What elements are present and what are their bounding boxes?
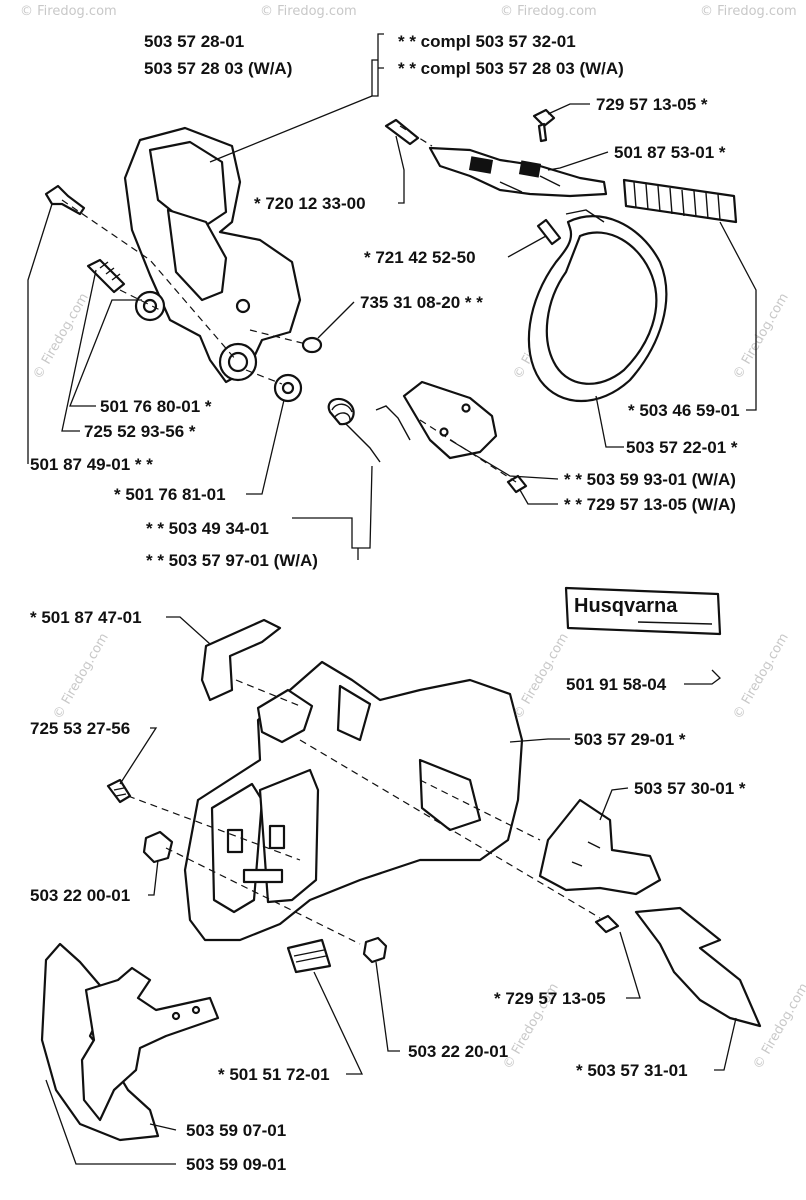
watermark: © Firedog.com [20,4,117,19]
leader-lines [27,33,757,1165]
nut-part [362,936,388,964]
clutch-cover-part [123,126,302,384]
part-label: 501 91 58-04 [566,675,667,694]
part-label: * 501 76 81-01 [114,485,226,504]
watermark: © Firedog.com [700,4,797,19]
part-label: * * compl 503 57 32-01 [398,32,576,51]
part-label: 503 57 22-01 * [626,438,738,457]
part-label: * 720 12 33-00 [254,194,366,213]
adjuster-plate-part [538,798,662,896]
part-label: 503 59 09-01 [186,1155,286,1174]
part-label: 503 57 29-01 * [574,730,686,749]
husqvarna-logo: Husqvarna [574,595,678,617]
watermark: © Firedog.com [730,291,791,382]
part-label: * * 729 57 13-05 (W/A) [564,495,736,514]
assembly-lines [61,125,601,945]
guide-plate-part [634,906,762,1028]
part-label: 503 57 30-01 * [634,779,746,798]
torsion-spring-part [327,397,411,463]
part-label: 725 52 93-56 * [84,422,196,441]
shim-part [40,942,220,1142]
bolt-part [106,778,132,804]
block-part [286,938,332,974]
brake-band-part [527,209,668,402]
part-label: 503 57 28-01 [144,32,244,51]
washer-part [301,336,323,354]
part-label: 501 76 80-01 * [100,397,212,416]
stud-part [86,258,126,294]
part-label: 729 57 13-05 * [596,95,708,114]
screw-part [532,108,556,143]
part-label: * * 503 59 93-01 (W/A) [564,470,736,489]
part-label: 501 87 49-01 * * [30,455,153,474]
part-label: * 503 46 59-01 [628,401,740,420]
part-label: * * 503 57 97-01 (W/A) [146,551,318,570]
part-label: 735 31 08-20 * * [360,293,483,312]
part-labels: 503 57 28-01 503 57 28 03 (W/A) * * comp… [30,32,746,1174]
main-cover-part [183,660,524,942]
watermark: © Firedog.com [730,631,791,722]
decal-part: Husqvarna [564,586,722,636]
screw-part [594,914,620,934]
screw-part [506,474,528,494]
part-label: * * compl 503 57 28 03 (W/A) [398,59,624,78]
part-label: 725 53 27-56 [30,719,130,738]
part-label: 501 87 53-01 * [614,143,726,162]
bracket-part [200,618,282,702]
pin-part [536,218,562,246]
part-label: * 729 57 13-05 [494,989,606,1008]
nut-part [134,290,166,322]
part-label: 503 59 07-01 [186,1121,286,1140]
part-label: * * 503 49 34-01 [146,519,269,538]
watermark: © Firedog.com [50,631,111,722]
coil-spring-part [622,178,738,224]
brake-lever-part [384,118,608,198]
part-label: * 503 57 31-01 [576,1061,688,1080]
small-nut-part [273,373,303,403]
part-label: 503 22 00-01 [30,886,130,905]
part-label: 503 57 28 03 (W/A) [144,59,292,78]
part-label: * 501 87 47-01 [30,608,142,627]
watermark: © Firedog.com [500,4,597,19]
bolt-part [44,184,86,216]
part-label: * 721 42 52-50 [364,248,476,267]
watermark: © Firedog.com [260,4,357,19]
nut-part [142,830,174,864]
watermark: © Firedog.com [510,631,571,722]
part-label: 503 22 20-01 [408,1042,508,1061]
cover-plate-part [402,380,498,460]
part-label: * 501 51 72-01 [218,1065,330,1084]
